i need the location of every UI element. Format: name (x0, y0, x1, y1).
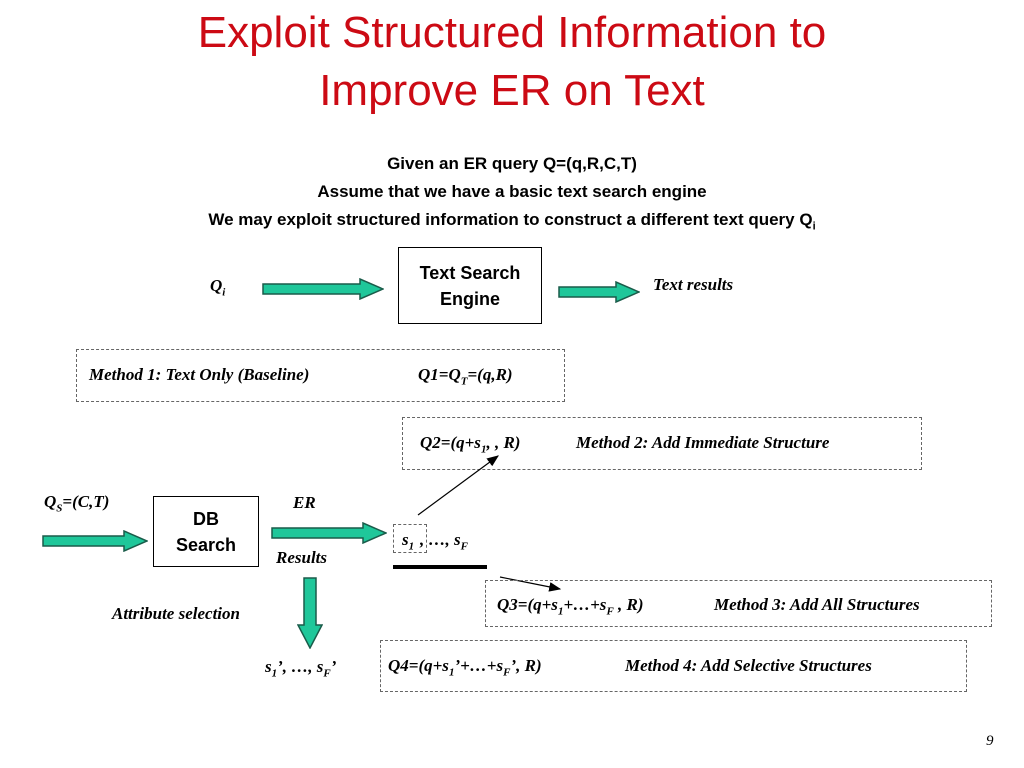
engine-output-arrow (558, 281, 640, 303)
s-prime-sub-2: F (323, 667, 331, 680)
method-2-query: Q2=(q+s1, , R) (420, 433, 520, 455)
method-4-query-sub-2: F (503, 666, 511, 679)
method-2-query-sub: 1 (480, 443, 487, 456)
er-label: ER (293, 493, 316, 512)
arrow-to-method-3 (499, 576, 562, 592)
attribute-selection-arrow (297, 577, 323, 649)
s1-dashed-box (393, 524, 427, 553)
qs-label: QS=(C,T) (44, 492, 109, 514)
method-4-query-sub-1: 1 (448, 666, 455, 679)
method-3-query: Q3=(q+s1+…+sF , R) (497, 595, 644, 617)
method-4-label: Method 4: Add Selective Structures (625, 656, 872, 675)
method-2-label: Method 2: Add Immediate Structure (576, 433, 830, 452)
arrow-to-method-2 (417, 455, 499, 516)
s-prime-a: s (265, 657, 272, 676)
s-prime-label: s1’, …, sF’ (265, 657, 336, 679)
method-3-label: Method 3: Add All Structures (714, 595, 920, 614)
method-3-query-c: , R) (613, 595, 644, 614)
intro-line-3-text: We may exploit structured information to… (208, 210, 813, 229)
method-1-label: Method 1: Text Only (Baseline) (89, 365, 310, 384)
method-3-query-sub-1: 1 (557, 605, 564, 618)
s1-text: s (402, 530, 409, 549)
method-1-query: Q1=QT=(q,R) (418, 365, 513, 387)
method-1-query-b: =(q,R) (467, 365, 513, 384)
s-prime-sub-1: 1 (271, 667, 278, 680)
intro-line-1: Given an ER query Q=(q,R,C,T) (387, 154, 637, 173)
db-output-arrow (271, 522, 387, 544)
engine-label-line-1: Text Search (419, 263, 521, 283)
attribute-selection-label: Attribute selection (112, 604, 240, 623)
method-4-query: Q4=(q+s1’+…+sF’, R) (388, 656, 542, 678)
method-2-query-a: Q2=(q+s (420, 433, 481, 452)
qs-text-b: =(C,T) (62, 492, 110, 511)
s1-sub: 1 (408, 540, 415, 553)
db-search-box: DB Search (153, 496, 259, 567)
intro-line-3: We may exploit structured information to… (0, 210, 1024, 236)
method-3-query-sub-2: F (606, 605, 614, 618)
results-label: Results (276, 548, 328, 567)
engine-label-line-2: Engine (439, 289, 500, 309)
text-search-engine-box: Text Search Engine (398, 247, 542, 324)
s-list-underline (393, 565, 487, 569)
s1-label: s1 (402, 530, 414, 552)
s-prime-b: ’, …, s (277, 657, 324, 676)
method-2-query-b: , , R) (486, 433, 521, 452)
page-number: 9 (986, 733, 994, 749)
method-4-query-c: ’, R) (510, 656, 542, 675)
s-rest-label: , …, sF (420, 530, 468, 552)
intro-line-2: Assume that we have a basic text search … (317, 182, 707, 201)
method-1-query-a: Q1=Q (418, 365, 461, 384)
db-label-line-2: Search (175, 535, 237, 555)
method-1-query-sub: T (460, 375, 468, 388)
qi-text: Q (210, 276, 223, 295)
method-3-box (485, 580, 992, 627)
qi-label: Qi (210, 276, 225, 298)
slide-title-line-2: Improve ER on Text (319, 66, 705, 115)
method-4-query-b: ’+…+s (454, 656, 504, 675)
method-4-query-a: Q4=(q+s (388, 656, 449, 675)
method-1-box (76, 349, 565, 402)
method-3-query-b: +…+s (563, 595, 607, 614)
qi-arrow (262, 278, 384, 300)
db-label-line-1: DB (193, 509, 219, 529)
slide-title-line-1: Exploit Structured Information to (197, 8, 827, 57)
s-rest-sub: F (460, 540, 468, 553)
qi-sub: i (222, 286, 226, 299)
intro-line-3-sub: i (812, 220, 816, 233)
method-3-query-a: Q3=(q+s (497, 595, 558, 614)
text-results-label: Text results (653, 275, 734, 294)
method-2-box (402, 417, 922, 470)
qs-sub: S (56, 502, 63, 515)
method-4-box (380, 640, 967, 692)
qs-arrow (42, 530, 148, 552)
s-prime-c: ’ (330, 657, 337, 676)
s-rest-text: , …, s (420, 530, 461, 549)
qs-text-a: Q (44, 492, 57, 511)
